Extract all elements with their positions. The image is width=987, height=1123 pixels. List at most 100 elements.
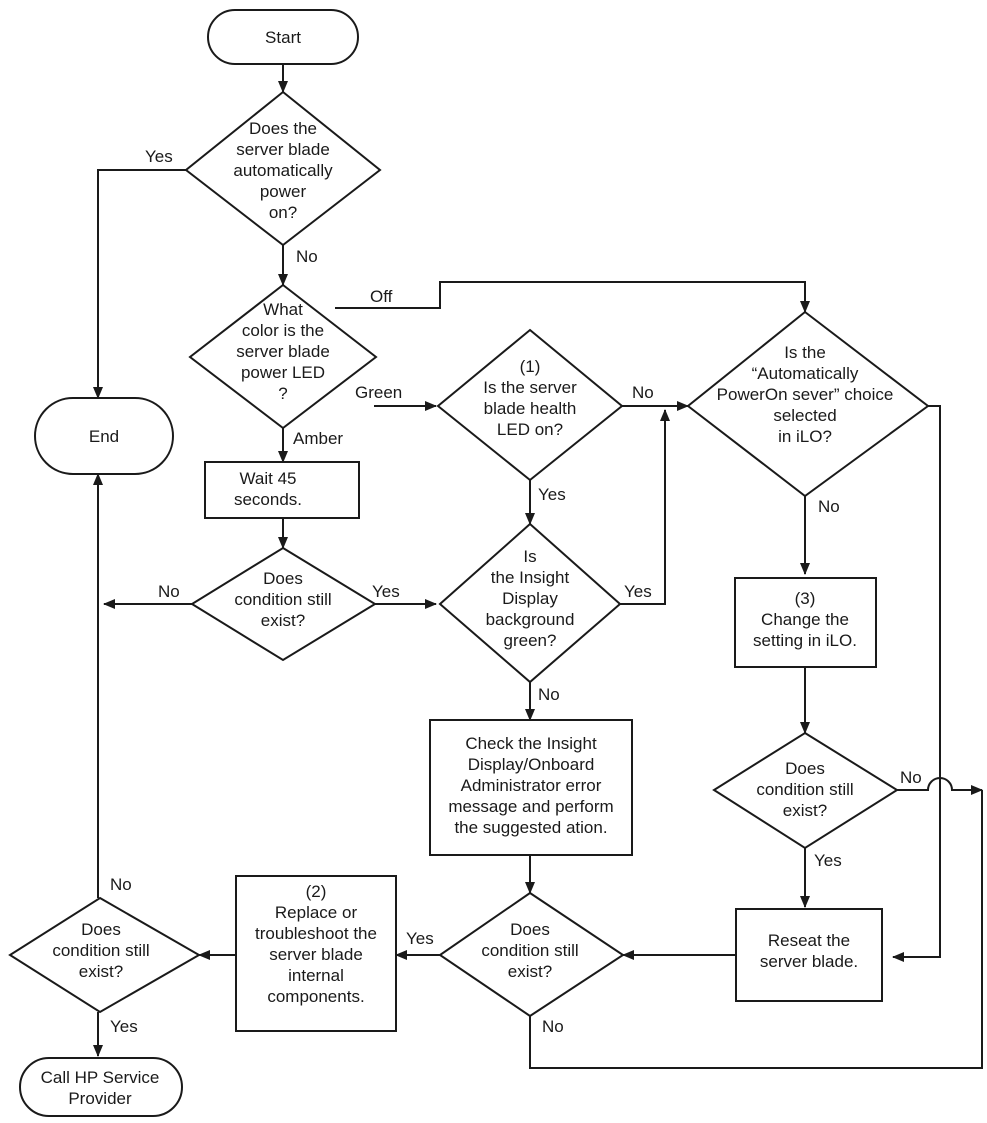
text-line: green?	[504, 631, 557, 650]
text-line: server blade	[269, 945, 363, 964]
text-line: Does	[785, 759, 825, 778]
edge-label-yes-cond1: Yes	[372, 582, 400, 601]
cond2-decision: Does condition still exist?	[712, 731, 899, 850]
wait-text: Wait 45 seconds.	[234, 469, 302, 509]
text-line: Provider	[68, 1089, 132, 1108]
text-line: automatically	[233, 161, 333, 180]
reseat-process: Reseat the server blade.	[735, 908, 883, 1002]
text-line: What	[263, 300, 303, 319]
edge-label-yes-auto: Yes	[145, 147, 173, 166]
text-line: the suggested ation.	[454, 818, 607, 837]
text-line: condition still	[52, 941, 149, 960]
edge-label-yes-health: Yes	[538, 485, 566, 504]
edge-label-no-auto: No	[296, 247, 318, 266]
text-line: server blade.	[760, 952, 858, 971]
text-line: Does	[510, 920, 550, 939]
text-line: Is	[523, 547, 536, 566]
text-line: seconds.	[234, 490, 302, 509]
edge-label-yes-cond3: Yes	[406, 929, 434, 948]
cond2-question: Does condition still exist?	[756, 759, 853, 820]
text-line: (1)	[520, 357, 541, 376]
text-line: color is the	[242, 321, 324, 340]
text-line: blade health	[484, 399, 577, 418]
cond3-question: Does condition still exist?	[481, 920, 578, 981]
text-line: exist?	[783, 801, 827, 820]
text-line: ?	[278, 384, 287, 403]
text-line: condition still	[234, 590, 331, 609]
text-line: (3)	[795, 589, 816, 608]
text-line: Reseat the	[768, 931, 850, 950]
edge-label-no-insight: No	[538, 685, 560, 704]
text-line: components.	[267, 987, 364, 1006]
edge-labels: Yes No Off Green Amber No Yes No Yes Yes…	[110, 147, 922, 1036]
text-line: (2)	[306, 882, 327, 901]
text-line: Call HP Service	[41, 1068, 160, 1087]
text-line: Display	[502, 589, 558, 608]
text-line: LED on?	[497, 420, 563, 439]
text-line: message and perform	[448, 797, 613, 816]
text-line: Check the Insight	[465, 734, 597, 753]
text-line: Wait 45	[239, 469, 296, 488]
edges	[93, 64, 983, 1069]
edge-label-no-cond3: No	[542, 1017, 564, 1036]
text-line: condition still	[481, 941, 578, 960]
text-line: internal	[288, 966, 344, 985]
text-line: Change the	[761, 610, 849, 629]
text-line: Is the	[784, 343, 826, 362]
wait-process: Wait 45 seconds.	[204, 461, 360, 519]
edge-label-no-ilo: No	[818, 497, 840, 516]
edge-label-no-cond1: No	[158, 582, 180, 601]
text-line: exist?	[79, 962, 123, 981]
text-line: exist?	[261, 611, 305, 630]
text-line: the Insight	[491, 568, 570, 587]
text-line: condition still	[756, 780, 853, 799]
text-line: “Automatically	[752, 364, 859, 383]
text-line: setting in iLO.	[753, 631, 857, 650]
text-line: server blade	[236, 342, 330, 361]
change-setting-process: (3) Change the setting in iLO.	[734, 577, 877, 668]
text-line: on?	[269, 203, 297, 222]
end-terminal: End	[34, 397, 174, 475]
led-color-question: What color is the server blade power LED?	[236, 300, 330, 403]
text-line: Replace or	[275, 903, 358, 922]
edge-label-green: Green	[355, 383, 402, 402]
auto-power-decision: Does the server blade automatically power on…	[184, 90, 382, 247]
text-line: power	[260, 182, 307, 201]
edge-label-off: Off	[370, 287, 393, 306]
text-line: in iLO?	[778, 427, 832, 446]
auto-power-question: Does the server blade automatically power on…	[233, 119, 333, 222]
text-line: Start	[265, 28, 301, 47]
text-line: selected	[773, 406, 836, 425]
cond4-question: Does condition still exist?	[52, 920, 149, 981]
edge-label-yes-insight: Yes	[624, 582, 652, 601]
edge-label-amber: Amber	[293, 429, 343, 448]
end-label: End	[89, 427, 119, 446]
cond3-decision: Does condition still exist?	[438, 891, 625, 1018]
reseat-text: Reseat the server blade.	[760, 931, 858, 971]
text-line: Does the	[249, 119, 317, 138]
text-line: power LED	[241, 363, 325, 382]
edge-label-no-health: No	[632, 383, 654, 402]
text-line: Does	[81, 920, 121, 939]
text-line: exist?	[508, 962, 552, 981]
cond4-decision: Does condition still exist?	[8, 896, 202, 1014]
text-line: Is the server	[483, 378, 577, 397]
led-color-decision: What color is the server blade power LED?	[188, 283, 378, 430]
text-line: server blade	[236, 140, 330, 159]
start-terminal: Start	[207, 9, 359, 65]
start-label: Start	[265, 28, 301, 47]
